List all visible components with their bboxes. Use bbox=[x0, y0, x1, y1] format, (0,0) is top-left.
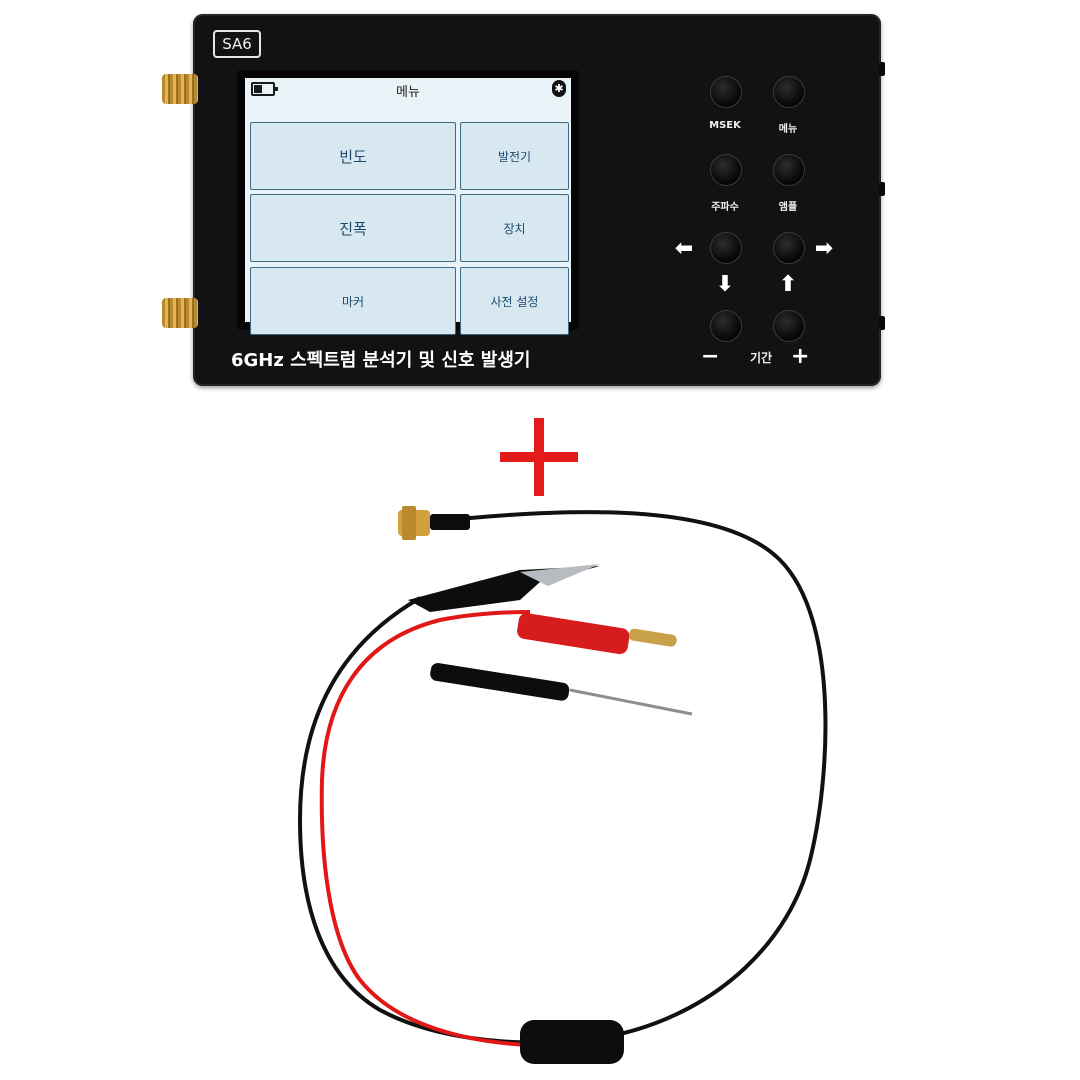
frequency-label: 주파수 bbox=[711, 202, 739, 213]
sma-connector-bottom bbox=[162, 298, 198, 328]
right-button[interactable] bbox=[773, 232, 805, 264]
spectrum-analyzer-device: SA6 메뉴 ✱ 빈도 발전기 진폭 장치 마커 사전 설정 6GHz 스펙트럼… bbox=[193, 14, 885, 386]
plus-sign-icon bbox=[500, 418, 580, 498]
menu-button-amplitude[interactable]: 진폭 bbox=[250, 194, 456, 262]
menu-button-marker[interactable]: 마커 bbox=[250, 267, 456, 335]
red-cable bbox=[319, 610, 561, 1048]
amplitude-label: 앰플 bbox=[778, 202, 798, 213]
inline-box bbox=[520, 1020, 624, 1064]
sma-nut bbox=[402, 506, 416, 540]
side-tab bbox=[879, 182, 885, 196]
left-button[interactable] bbox=[710, 232, 742, 264]
right-arrow-icon: ➡ bbox=[814, 236, 834, 261]
menu-button-frequency[interactable]: 빈도 bbox=[250, 122, 456, 190]
up-arrow-icon: ⬆ bbox=[778, 272, 798, 297]
menu-hard-label: 메뉴 bbox=[778, 124, 798, 135]
probe-handle bbox=[430, 663, 570, 701]
up-button[interactable] bbox=[773, 310, 805, 342]
msek-button[interactable] bbox=[710, 76, 742, 108]
menu-button-generator[interactable]: 발전기 bbox=[460, 122, 569, 190]
alligator-jaw bbox=[520, 564, 600, 586]
down-button[interactable] bbox=[710, 310, 742, 342]
sma-sleeve bbox=[430, 514, 470, 530]
span-label: 기간 bbox=[749, 351, 773, 365]
model-badge: SA6 bbox=[213, 30, 261, 58]
banana-plug-body bbox=[517, 613, 630, 655]
frequency-button[interactable] bbox=[710, 154, 742, 186]
side-tab bbox=[879, 62, 885, 76]
msek-label: MSEK bbox=[709, 120, 741, 131]
amplitude-button[interactable] bbox=[773, 154, 805, 186]
probe-needle bbox=[569, 688, 693, 716]
left-arrow-icon: ⬅ bbox=[674, 236, 694, 261]
menu-button-preset[interactable]: 사전 설정 bbox=[460, 267, 569, 335]
plus-icon: + bbox=[791, 344, 810, 369]
sma-connector-top bbox=[162, 74, 198, 104]
status-bar: 메뉴 ✱ bbox=[245, 78, 571, 100]
side-tab bbox=[879, 316, 885, 330]
menu-hard-button[interactable] bbox=[773, 76, 805, 108]
menu-title: 메뉴 bbox=[396, 85, 420, 100]
black-cable bbox=[297, 510, 828, 1045]
menu-button-device[interactable]: 장치 bbox=[460, 194, 569, 262]
bluetooth-icon: ✱ bbox=[552, 80, 566, 97]
product-title: 6GHz 스펙트럼 분석기 및 신호 발생기 bbox=[231, 350, 531, 371]
down-arrow-icon: ⬇ bbox=[715, 272, 735, 297]
battery-icon bbox=[251, 82, 278, 96]
banana-plug-tip bbox=[628, 628, 677, 647]
minus-icon: − bbox=[701, 344, 720, 369]
device-screen: 메뉴 ✱ 빈도 발전기 진폭 장치 마커 사전 설정 bbox=[245, 78, 571, 335]
